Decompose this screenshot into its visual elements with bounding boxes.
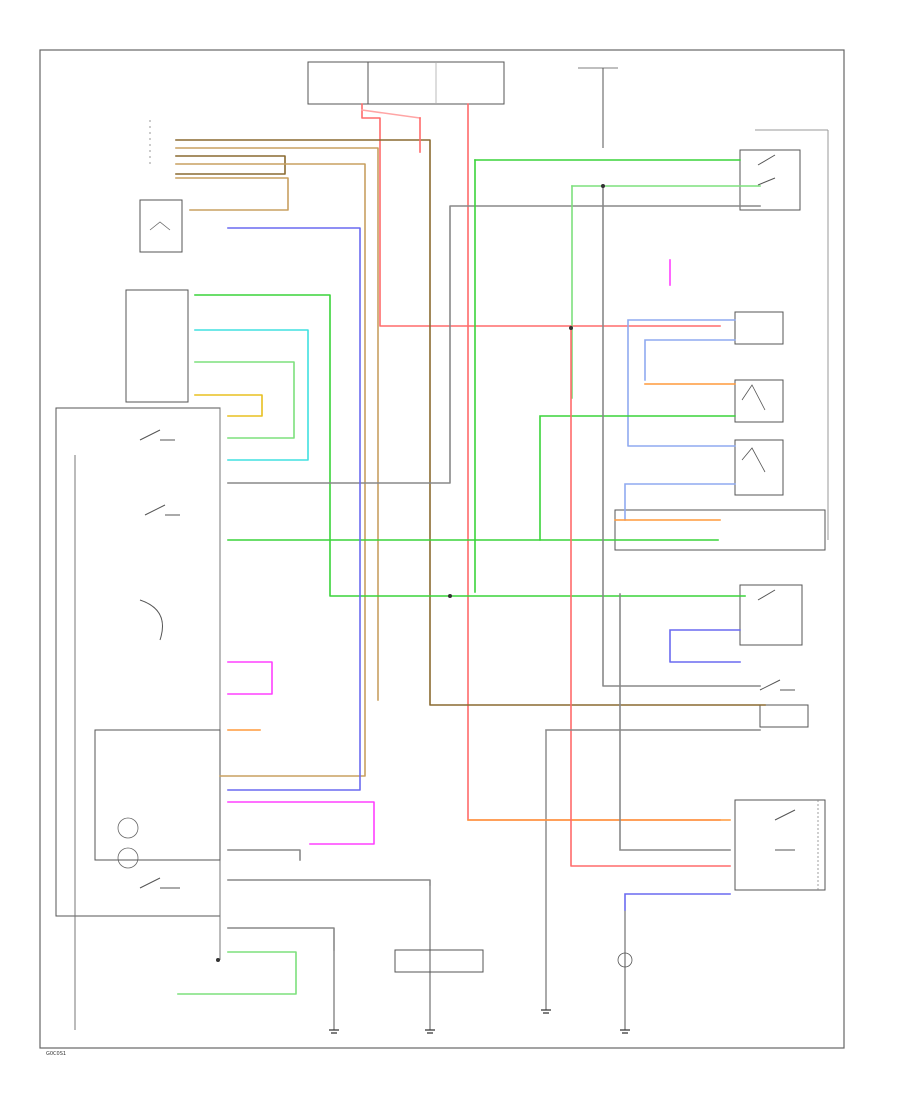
ground-symbol-2 — [425, 1029, 435, 1034]
ground-symbol-4 — [620, 1029, 630, 1034]
fuse-panel-bottom — [394, 949, 484, 973]
splice-dot-3 — [448, 594, 452, 598]
wire-gray-6 — [227, 849, 301, 861]
wire-green-main — [194, 294, 746, 597]
high-pressure-switch — [739, 584, 803, 646]
wire-ltblue-3 — [624, 483, 736, 521]
wire-gray-1 — [227, 205, 761, 484]
wire-blue-1 — [227, 227, 361, 791]
wire-ltblue-right — [627, 319, 736, 447]
heater-control-panel — [55, 407, 221, 917]
wire-ltgreen-1 — [194, 361, 295, 439]
wire-red-main — [361, 103, 721, 327]
wire-tan-top — [175, 147, 379, 701]
wire-red-2 — [570, 325, 731, 867]
splice-dot-1 — [569, 326, 573, 330]
footer-code: G0C0S1 — [46, 1051, 66, 1057]
ac-compressor-relay — [734, 311, 784, 345]
wire-brown-top — [175, 139, 766, 706]
temp-sensor-b-symbol — [741, 447, 766, 473]
ac-control-module — [614, 509, 826, 551]
wire-gray-bottom — [227, 879, 431, 886]
compressor-clutch-relay — [734, 799, 826, 891]
wires-group — [175, 103, 766, 995]
wire-gray-5 — [227, 927, 335, 951]
wire-gray-2 — [602, 185, 761, 687]
ground-symbol-1 — [329, 1029, 339, 1034]
wire-green-3 — [539, 415, 736, 541]
temp-sensor-a — [734, 379, 784, 423]
wire-tan-2 — [175, 163, 366, 777]
actuator-motor-2 — [117, 847, 139, 869]
wire-cyan-1 — [194, 329, 309, 461]
wire-pink-top — [361, 109, 421, 119]
actuator-motor-1 — [117, 817, 139, 839]
high-pressure-switch-contact — [757, 589, 776, 601]
blower-relay — [759, 704, 809, 728]
wire-gray-4 — [619, 593, 731, 851]
temp-sensor-a-symbol — [741, 384, 766, 411]
wire-orange-relay — [175, 177, 289, 211]
wire-blue-loop — [669, 629, 741, 663]
ac-pressure-switch-contact — [757, 154, 776, 186]
wire-yellow — [194, 394, 263, 417]
mode-actuator-bracket — [94, 729, 221, 861]
wire-brown-2 — [175, 155, 286, 175]
compressor-relay-contact — [774, 809, 796, 851]
relay-module-symbol — [149, 221, 171, 231]
wire-ltblue-2 — [644, 339, 736, 381]
blower-motor-switch — [125, 289, 189, 403]
temp-sensor-b — [734, 439, 784, 496]
splice-dot-2 — [601, 184, 605, 188]
relay-module — [139, 199, 183, 253]
wire-magenta-2 — [227, 801, 375, 845]
temp-door-arc — [139, 599, 163, 641]
blower-switch-contact — [139, 429, 175, 441]
fuse-box-left — [307, 61, 369, 105]
wire-red-center — [467, 103, 721, 821]
recirc-switch — [139, 877, 180, 889]
ac-pressure-switch — [739, 149, 801, 211]
mode-door-switch — [144, 504, 180, 516]
wire-blue-bottom — [624, 893, 731, 911]
wire-green-bottom — [177, 951, 297, 995]
wire-magenta-loop — [227, 661, 273, 695]
splice-dot-4 — [216, 958, 220, 962]
diagram-frame — [39, 49, 845, 1049]
ground-symbol-3 — [541, 1009, 551, 1014]
clutch-switch — [759, 679, 795, 691]
